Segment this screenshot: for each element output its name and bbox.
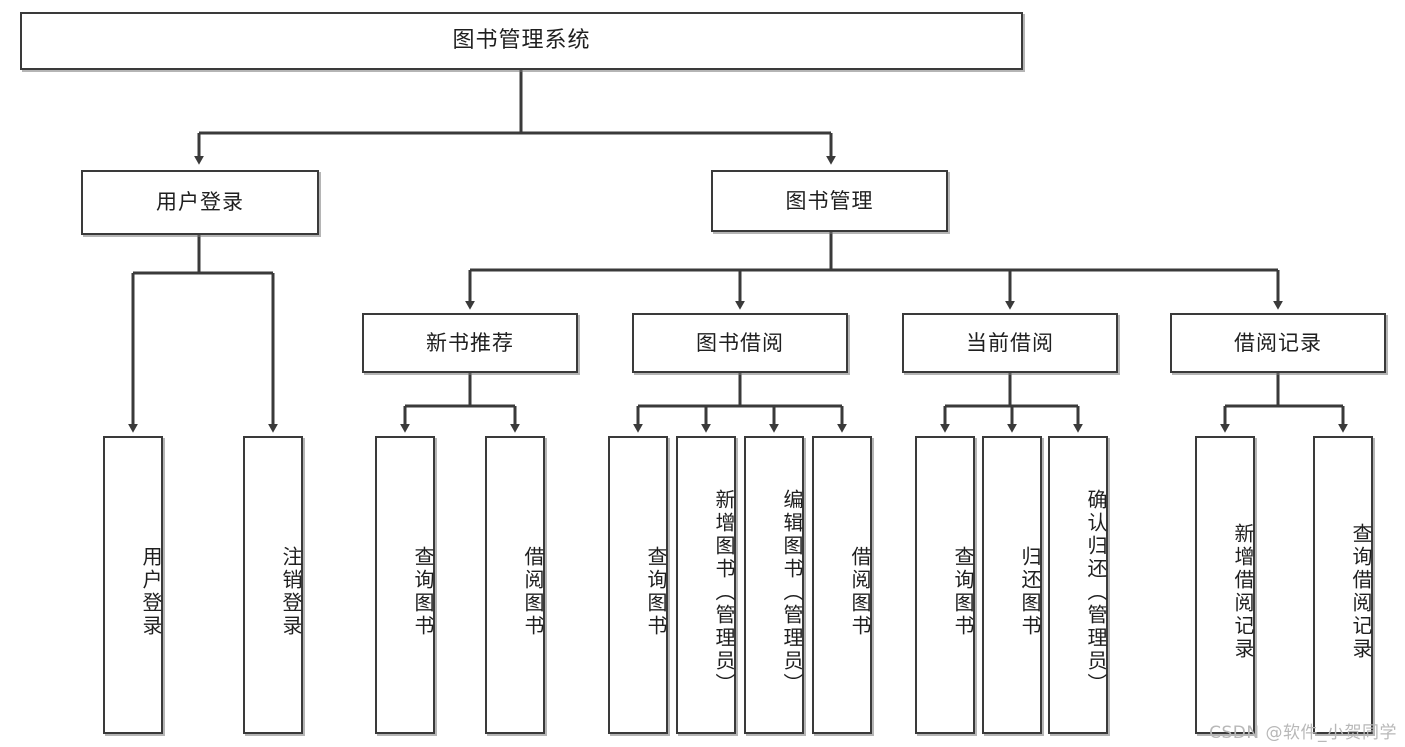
node-root-label: 图书管理系统 <box>452 28 591 54</box>
leaf-return-book[interactable]: 归还图书 <box>982 436 1042 734</box>
node-borrow-record-label: 借阅记录 <box>1234 330 1322 355</box>
node-book-borrow[interactable]: 图书借阅 <box>632 313 848 373</box>
leaf-add-record[interactable]: 新增借阅记录 <box>1195 436 1255 734</box>
node-book-borrow-label: 图书借阅 <box>696 330 784 355</box>
node-current-borrow[interactable]: 当前借阅 <box>902 313 1118 373</box>
node-book-manage-label: 图书管理 <box>785 188 874 213</box>
leaf-query-record[interactable]: 查询借阅记录 <box>1313 436 1373 734</box>
node-borrow-record[interactable]: 借阅记录 <box>1170 313 1386 373</box>
leaf-edit-book[interactable]: 编辑图书（管理员） <box>744 436 804 734</box>
leaf-query-book-3-label: 查询图书 <box>951 546 975 638</box>
leaf-query-book-2-label: 查询图书 <box>644 546 668 638</box>
leaf-add-record-label: 新增借阅记录 <box>1231 523 1255 661</box>
node-new-book-recommend-label: 新书推荐 <box>426 330 514 355</box>
leaf-query-book-1[interactable]: 查询图书 <box>375 436 435 734</box>
node-current-borrow-label: 当前借阅 <box>966 330 1054 355</box>
leaf-add-book[interactable]: 新增图书（管理员） <box>676 436 736 734</box>
leaf-confirm-return-label: 确认归还（管理员） <box>1084 488 1108 696</box>
leaf-logout-login[interactable]: 注销登录 <box>243 436 303 734</box>
leaf-query-book-2[interactable]: 查询图书 <box>608 436 668 734</box>
leaf-logout-login-label: 注销登录 <box>279 546 303 638</box>
leaf-user-login-label: 用户登录 <box>139 546 163 638</box>
leaf-add-book-label: 新增图书（管理员） <box>712 488 736 696</box>
node-root[interactable]: 图书管理系统 <box>20 12 1023 70</box>
node-user-login[interactable]: 用户登录 <box>81 170 319 235</box>
leaf-borrow-book-1[interactable]: 借阅图书 <box>485 436 545 734</box>
leaf-borrow-book-1-label: 借阅图书 <box>521 546 545 638</box>
leaf-user-login[interactable]: 用户登录 <box>103 436 163 734</box>
leaf-edit-book-label: 编辑图书（管理员） <box>780 488 804 696</box>
watermark: CSDN @软件_小贺同学 <box>1209 723 1397 743</box>
leaf-return-book-label: 归还图书 <box>1018 546 1042 638</box>
node-user-login-label: 用户登录 <box>156 190 244 215</box>
leaf-query-record-label: 查询借阅记录 <box>1349 523 1373 661</box>
leaf-query-book-1-label: 查询图书 <box>411 546 435 638</box>
node-book-manage[interactable]: 图书管理 <box>711 170 948 232</box>
leaf-borrow-book-2[interactable]: 借阅图书 <box>812 436 872 734</box>
leaf-query-book-3[interactable]: 查询图书 <box>915 436 975 734</box>
leaf-borrow-book-2-label: 借阅图书 <box>848 546 872 638</box>
leaf-confirm-return[interactable]: 确认归还（管理员） <box>1048 436 1108 734</box>
node-new-book-recommend[interactable]: 新书推荐 <box>362 313 578 373</box>
